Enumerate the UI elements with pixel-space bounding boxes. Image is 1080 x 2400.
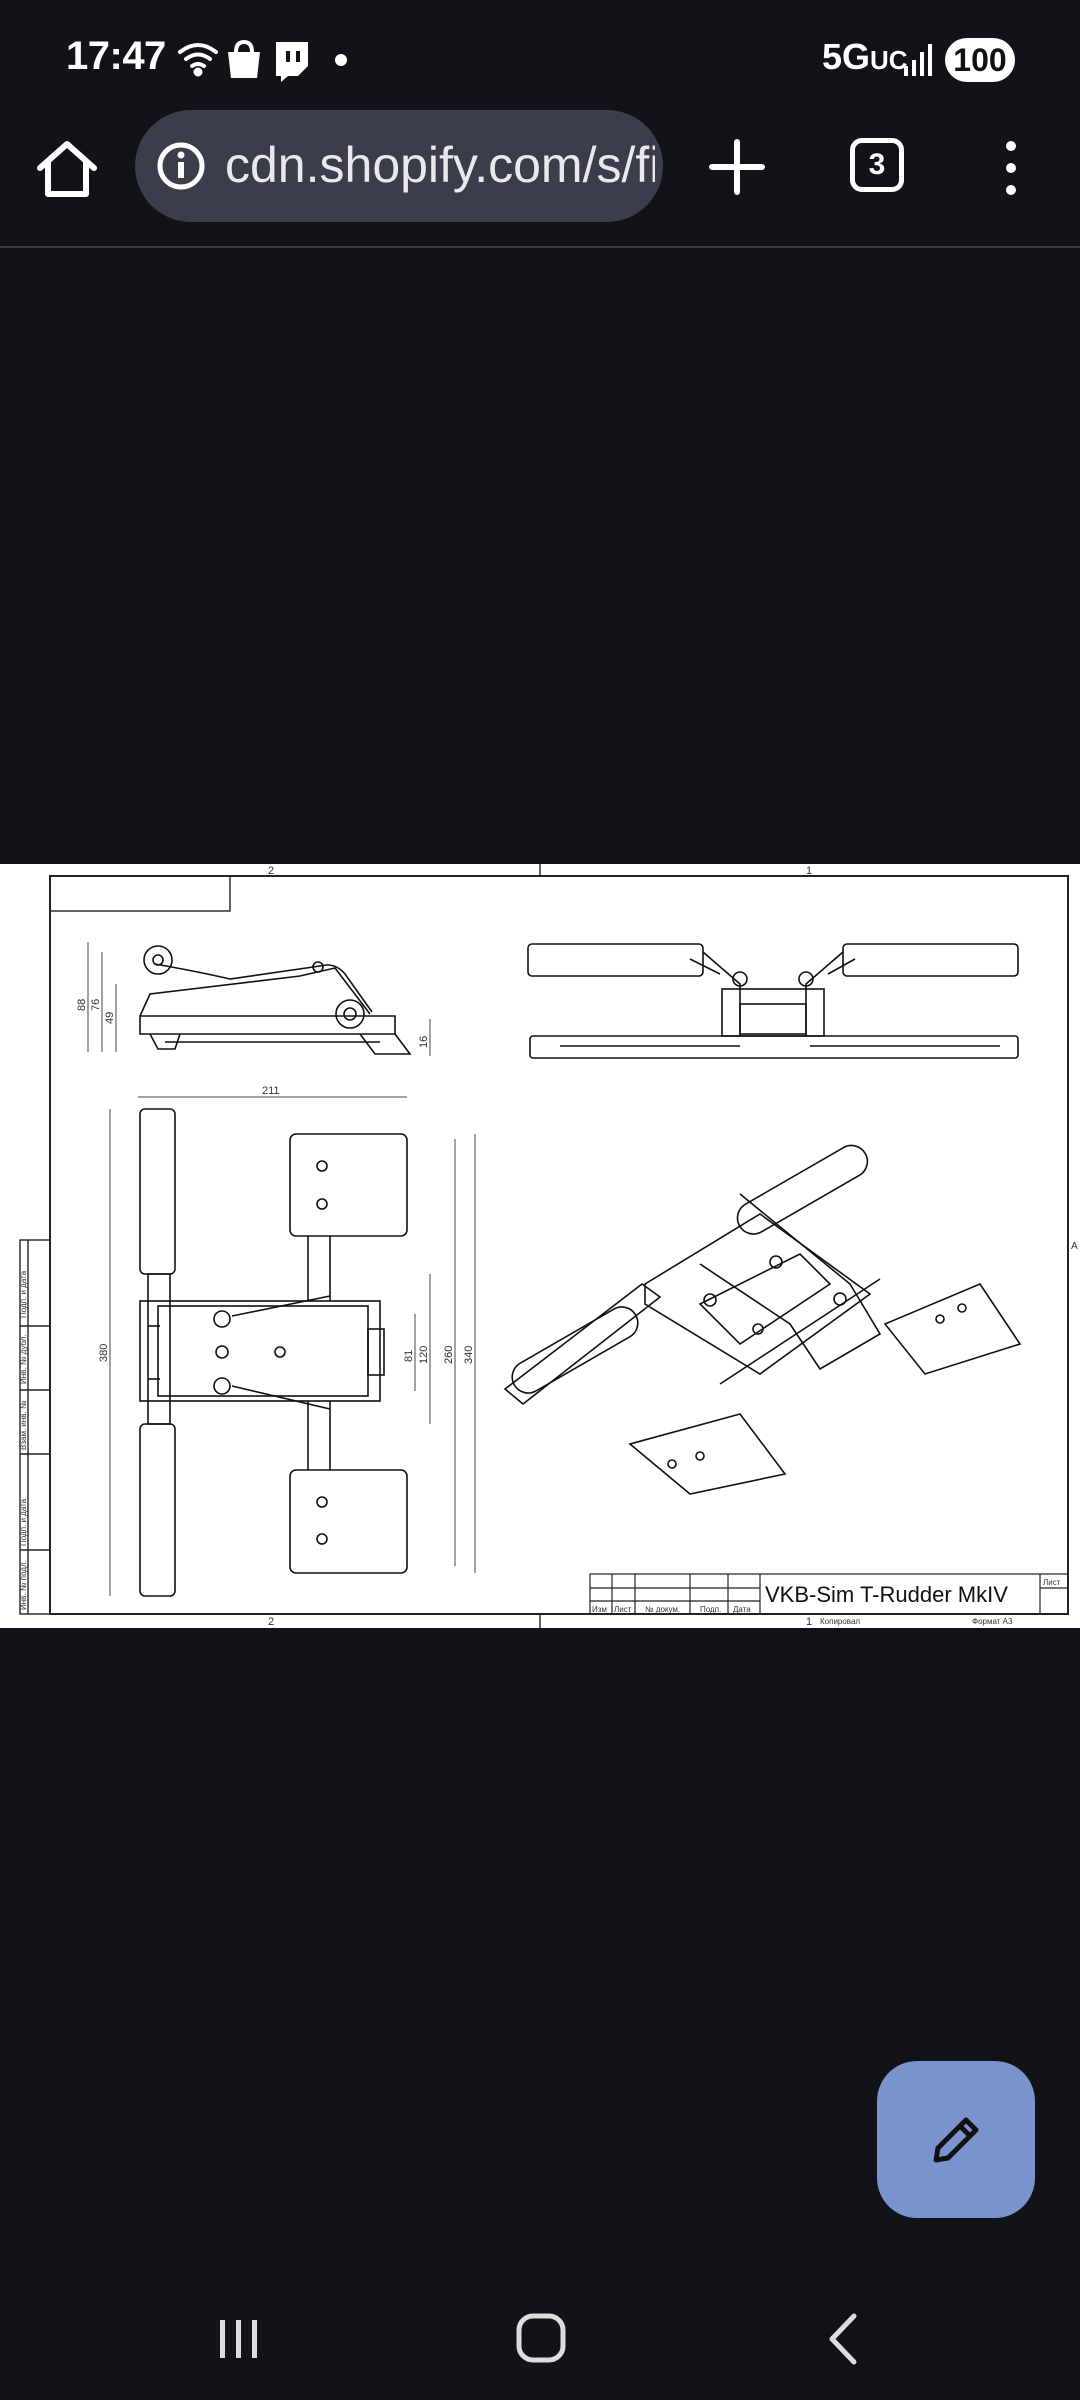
address-bar[interactable]: cdn.shopify.com/s/files — [135, 110, 663, 222]
front-view — [527, 943, 1019, 1059]
stamp-label-2: Инв. № дубл. — [19, 1334, 28, 1384]
format-label: Формат A3 — [972, 1617, 1013, 1626]
system-nav-bar — [0, 2290, 1080, 2400]
tabs-icon[interactable]: 3 — [850, 138, 904, 192]
status-time: 17:47 — [66, 34, 166, 78]
sheet-label: Лист — [1043, 1578, 1061, 1587]
info-icon[interactable] — [157, 142, 205, 190]
dim-340: 340 — [463, 1346, 475, 1364]
dim-16: 16 — [418, 1036, 430, 1048]
dim-120: 120 — [418, 1346, 430, 1364]
edit-pencil-icon — [933, 2117, 979, 2162]
tb-header-1: Изм — [592, 1605, 607, 1614]
twitch-icon — [276, 42, 308, 82]
stamp-label-4: Подп. и дата — [19, 1498, 28, 1546]
dim-81: 81 — [403, 1350, 415, 1362]
dim-260: 260 — [443, 1346, 455, 1364]
edit-fab-button[interactable] — [877, 2061, 1035, 2218]
copied-label: Копировал — [820, 1617, 860, 1626]
stamp-label-1: Подп. и дата — [19, 1270, 28, 1318]
shopping-bag-icon — [228, 39, 260, 78]
back-icon[interactable] — [820, 2310, 870, 2368]
dim-380: 380 — [98, 1344, 110, 1362]
notification-dot-icon — [335, 54, 347, 66]
tb-header-5: Дата — [733, 1605, 751, 1614]
status-icons — [178, 39, 347, 82]
zone-label-side: A — [1071, 1241, 1078, 1252]
status-bar: 17:47 5GUC 100 — [0, 0, 1080, 110]
tab-count: 3 — [868, 148, 886, 181]
dim-49: 49 — [104, 1012, 116, 1024]
signal-icon — [904, 44, 932, 76]
drawing-image: 2 1 2 1 A Подп. и дата Инв. № дубл. Взам… — [0, 864, 1080, 1628]
zone-label-bottom-right: 1 — [806, 1616, 812, 1628]
tb-header-4: Подп. — [700, 1605, 721, 1614]
zone-label-top-left: 2 — [268, 865, 274, 877]
drawing-title: VKB-Sim T-Rudder MkIV — [765, 1582, 1008, 1607]
battery-badge: 100 — [945, 38, 1015, 82]
home-button-icon[interactable] — [515, 2312, 567, 2364]
zone-label-top-right: 1 — [806, 865, 812, 877]
zone-label-bottom-left: 2 — [268, 1616, 274, 1628]
side-view — [139, 945, 412, 1055]
stamp-label-5: Инв. № подл. — [19, 1560, 28, 1610]
tb-header-3: № докум. — [645, 1605, 680, 1614]
more-menu-icon[interactable] — [996, 138, 1026, 198]
dim-76: 76 — [90, 999, 102, 1011]
stamp-label-3: Взам. инв. № — [19, 1400, 28, 1450]
new-tab-plus-icon[interactable] — [706, 136, 768, 198]
top-view — [139, 1108, 408, 1597]
wifi-icon — [178, 43, 218, 77]
browser-toolbar: cdn.shopify.com/s/files 3 — [0, 110, 1080, 248]
network-type: 5GUC — [822, 36, 908, 77]
technical-drawing: 2 1 2 1 A Подп. и дата Инв. № дубл. Взам… — [19, 864, 1078, 1628]
tb-header-2: Лист — [614, 1605, 632, 1614]
home-icon[interactable] — [34, 136, 100, 202]
isometric-view — [503, 1144, 1022, 1495]
url-text[interactable]: cdn.shopify.com/s/files — [225, 137, 655, 193]
recent-apps-icon[interactable] — [214, 2314, 264, 2364]
dim-88: 88 — [76, 999, 88, 1011]
dim-211: 211 — [262, 1085, 280, 1097]
